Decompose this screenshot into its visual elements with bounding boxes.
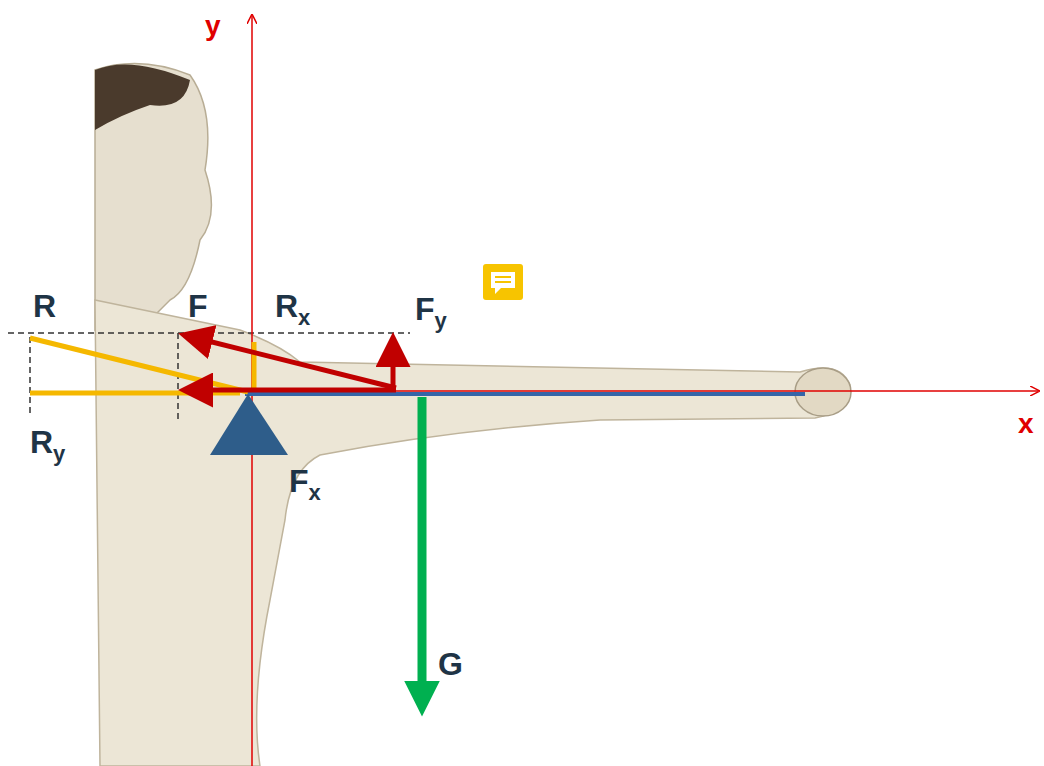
force-label: F bbox=[188, 290, 208, 322]
muscle-force bbox=[188, 336, 396, 390]
fulcrum-triangle bbox=[210, 394, 288, 455]
force-label: Rx bbox=[275, 290, 310, 329]
force-label: R bbox=[33, 290, 56, 322]
force-label: G bbox=[438, 648, 463, 680]
man-figure bbox=[95, 64, 851, 766]
force-label: Fy bbox=[415, 293, 447, 332]
weight-arrow bbox=[418, 397, 427, 703]
force-label: Ry bbox=[30, 426, 65, 465]
lever-line bbox=[245, 392, 805, 396]
comment-icon bbox=[483, 264, 523, 300]
construction-lines bbox=[8, 333, 410, 420]
force-label: Fx bbox=[289, 465, 321, 504]
axis-label: x bbox=[1018, 410, 1034, 438]
axis-label: y bbox=[205, 12, 221, 40]
